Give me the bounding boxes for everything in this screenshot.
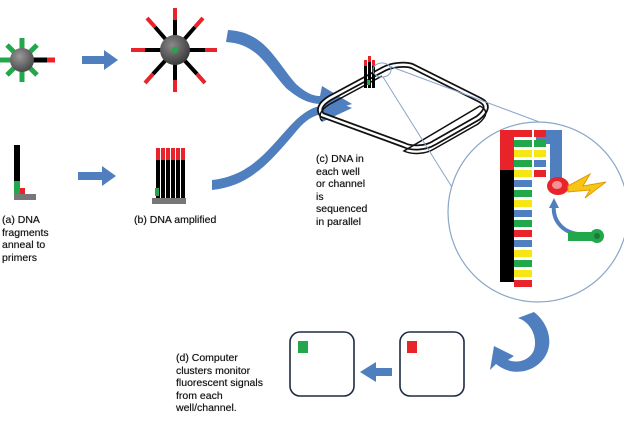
fluorescent-signal-box-green [289,331,355,397]
template-base [514,240,532,247]
caption-c-line: or channel [316,178,366,190]
magnifier-target [372,62,392,78]
template-strand-top [500,130,514,170]
caption-d: (d) Computer clusters monitor fluorescen… [176,352,263,415]
zoom-line-top [388,65,543,124]
template-base [514,220,532,227]
caption-c-line: each well [316,165,360,178]
caption-a: (a) DNA fragments anneal to primers [2,214,49,264]
template-base [514,250,532,257]
caption-d-line: clusters monitor [176,364,251,377]
cluster-strand [161,160,165,198]
cluster-strand-tip [166,148,170,160]
cluster-strand-tip [181,148,185,160]
caption-c-line: (c) DNA in [316,153,364,165]
cluster-strand-tip [156,148,160,160]
cluster-strand [171,160,175,198]
template-base [514,150,532,157]
template-base [514,190,532,197]
caption-c-line: in parallel [316,215,361,228]
template-base [514,140,532,147]
caption-d-line: (d) Computer [176,352,238,364]
curved-arrow-bottom [212,96,352,190]
cluster-strand-tip [171,148,175,160]
growing-base [534,140,546,147]
arrow-between-boxes [360,362,392,382]
caption-c-line: is [316,190,324,203]
zoom-line-bottom [382,76,461,201]
growing-base [534,150,546,157]
cluster-strand [176,160,180,198]
template-base [514,200,532,207]
bead-with-primers [0,38,55,82]
magnified-sequencing-view [447,121,624,303]
fluorescent-signal-box-red [399,331,465,397]
template-base [514,160,532,167]
chip-strands [364,56,375,88]
growing-base [534,130,546,137]
growing-base [534,170,546,177]
amplified-bead [131,8,217,92]
template-base [514,210,532,217]
caption-b-line: (b) DNA amplified [134,214,217,226]
cluster-strand-tip [161,148,165,160]
cluster-strand [181,160,185,198]
caption-c-line: sequenced [316,203,368,215]
template-base [514,130,532,137]
caption-d-line: from each [176,389,223,402]
caption-a-line: fragments [2,226,49,239]
caption-d-line: fluorescent signals [176,377,263,389]
growing-strand [550,130,562,182]
template-base [514,230,532,237]
caption-c: (c) DNA in each well or channel is seque… [316,153,367,228]
arrow-top-small [82,50,118,70]
caption-a-line: primers [2,251,38,264]
cluster-strand [156,160,160,198]
arrow-bottom-small [78,166,116,186]
curved-arrow-top [226,30,352,114]
primer-on-surface [14,145,36,200]
growing-base [534,160,546,167]
caption-a-line: (a) DNA [2,214,40,226]
template-base [514,280,532,287]
template-base [514,260,532,267]
curved-arrow-down [490,312,550,372]
template-base [514,180,532,187]
template-strand [500,170,514,282]
cluster-strand [166,160,170,198]
cluster-strand-primer [155,188,159,196]
caption-d-line: well/channel. [176,402,237,414]
caption-b: (b) DNA amplified [134,214,216,227]
amplified-cluster [152,148,186,204]
template-base [514,170,532,177]
cluster-strand-tip [176,148,180,160]
caption-a-line: anneal to [2,239,46,251]
template-base [514,270,532,277]
